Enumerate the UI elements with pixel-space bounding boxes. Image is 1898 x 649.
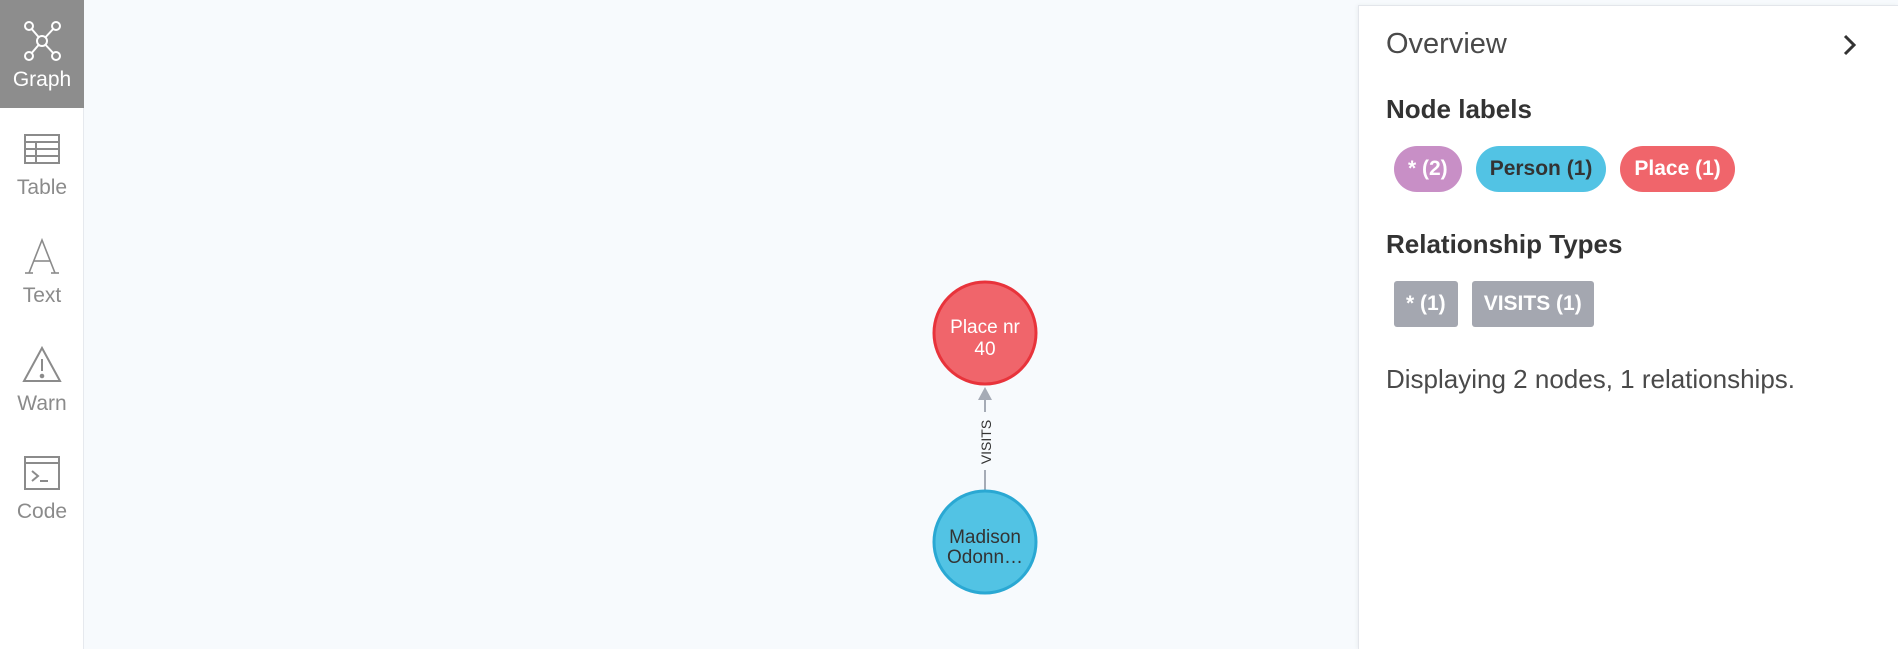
node-labels-list: * (2) Person (1) Place (1) <box>1394 146 1735 192</box>
collapse-panel-button[interactable] <box>1835 28 1865 62</box>
view-switcher-sidebar: Graph Table <box>0 0 84 649</box>
overview-title: Overview <box>1386 28 1507 60</box>
node-caption-line2: Odonn… <box>947 547 1023 568</box>
sidebar-item-warn[interactable]: Warn <box>0 324 84 432</box>
relationship-types-heading: Relationship Types <box>1386 229 1623 259</box>
graph-visualization[interactable]: VISITS Place nr 40 Madison Odonn… <box>84 0 1898 649</box>
graph-node-place[interactable]: Place nr 40 <box>932 280 1038 386</box>
graph-summary-text: Displaying 2 nodes, 1 relationships. <box>1386 364 1796 394</box>
relationship-label: VISITS <box>978 420 994 464</box>
node-caption-line2: 40 <box>974 339 995 360</box>
relationship-types-list: * (1) VISITS (1) <box>1394 281 1594 327</box>
overview-panel: Overview Node labels * (2) Person (1) Pl… <box>1358 5 1898 649</box>
node-label-place[interactable]: Place (1) <box>1620 146 1735 192</box>
sidebar-item-graph[interactable]: Graph <box>0 0 84 108</box>
graph-node-person[interactable]: Madison Odonn… <box>932 489 1038 595</box>
text-icon <box>20 235 64 279</box>
node-label-person[interactable]: Person (1) <box>1475 146 1607 192</box>
sidebar-item-label: Graph <box>12 67 72 91</box>
sidebar-item-label: Text <box>22 283 62 307</box>
relationship-visits[interactable]: VISITS <box>978 387 994 490</box>
warning-icon <box>20 343 64 387</box>
relationship-type-visits[interactable]: VISITS (1) <box>1471 281 1594 327</box>
table-icon <box>20 127 64 171</box>
relationship-type-all[interactable]: * (1) <box>1394 281 1458 327</box>
sidebar-item-label: Warn <box>17 391 67 415</box>
sidebar-item-code[interactable]: Code <box>0 432 84 540</box>
node-caption-line1: Madison <box>949 527 1021 548</box>
node-label-all[interactable]: * (2) <box>1394 146 1462 192</box>
sidebar-item-text[interactable]: Text <box>0 216 84 324</box>
sidebar-item-label: Table <box>16 175 68 199</box>
code-icon <box>20 451 64 495</box>
node-labels-heading: Node labels <box>1386 94 1532 124</box>
chevron-right-icon <box>1843 34 1857 56</box>
graph-icon <box>20 19 64 63</box>
sidebar-item-label: Code <box>16 499 68 523</box>
node-caption-line1: Place nr <box>950 317 1020 338</box>
sidebar-item-table[interactable]: Table <box>0 108 84 216</box>
arrowhead-icon <box>978 387 992 400</box>
